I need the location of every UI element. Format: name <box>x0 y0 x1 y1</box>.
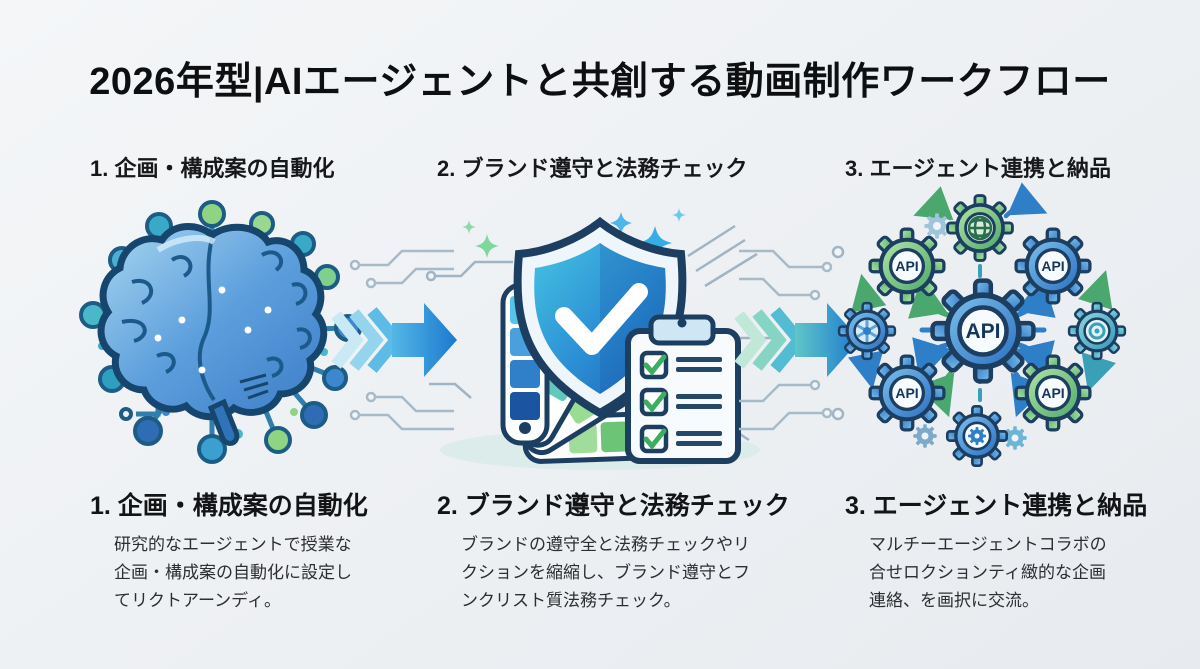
step2-line: ンクリスト質法務チェック。 <box>461 591 681 610</box>
step1-heading: 1. 企画・構成案の自動化 <box>90 492 368 520</box>
mini-gear-icon <box>968 427 986 445</box>
step3-line: 合せロクションティ緻的な企画 <box>869 563 1106 582</box>
checklist-clipboard-icon <box>625 314 741 464</box>
brain-node-dots <box>154 286 272 374</box>
brain-icon <box>97 223 328 421</box>
step3-line: マルチーエージェントコラボの <box>869 535 1107 554</box>
checklist-row <box>639 350 722 380</box>
gear-core-bottom <box>945 404 1009 468</box>
arrow-head <box>795 303 860 377</box>
brain-folds <box>121 237 312 402</box>
step1-line: 研究的なエージェントで授業な <box>114 535 352 554</box>
flow-arrow-2-icon <box>734 249 860 431</box>
step1-description-block: 1. 企画・構成案の自動化 研究的なエージェントで授業な 企画・構成案の自動化に… <box>90 486 368 615</box>
step3-top-label: 3. エージェント連携と納品 <box>845 156 1112 181</box>
gear-teal-right <box>1067 301 1127 361</box>
gear-api-center: API <box>933 281 1034 382</box>
chevrons <box>734 307 807 373</box>
brain-stem <box>207 398 240 446</box>
step2-description-block: 2. ブランド遵守と法務チェック ブランドの遵守全と法務チェックやリ クションを… <box>437 486 790 615</box>
gear-api-bottom-left: API <box>868 354 946 432</box>
gear-globe-top <box>946 194 1014 262</box>
api-label: API <box>965 320 1000 343</box>
gear-api-top-left: API <box>868 227 946 305</box>
api-label: API <box>1041 258 1064 274</box>
circuit-traces <box>831 245 845 421</box>
flow-arrow-1-icon <box>331 249 457 431</box>
page-title: 2026年型|AIエージェントと共創する動画制作ワークフロー <box>89 61 1111 103</box>
step3-line: 連絡、を画択に交流。 <box>869 591 1039 610</box>
step1-line: 企画・構成案の自動化に設定し <box>114 563 352 582</box>
brain-hatch-lines <box>239 373 269 400</box>
step3-description-block: 3. エージェント連携と納品 マルチーエージェントコラボの 合せロクションティ緻… <box>845 486 1147 615</box>
step2-heading: 2. ブランド遵守と法務チェック <box>437 492 790 520</box>
checkmark-icon <box>555 283 648 355</box>
arrow-head <box>392 303 457 377</box>
sparkle-icons <box>462 208 686 260</box>
gear-pinwheel-left <box>837 301 897 361</box>
decor-gear-icons <box>913 213 1027 450</box>
chevrons <box>331 307 404 373</box>
api-gears-icon: API API <box>831 182 1127 468</box>
checklist-row <box>639 387 722 417</box>
brain-highlight <box>156 235 216 253</box>
checklist-row <box>639 424 722 454</box>
gear-api-top-right: API <box>1014 227 1092 305</box>
api-label: API <box>895 258 918 274</box>
step2-line: クションを縮縮し、ブランド遵守とフ <box>461 563 750 582</box>
step2-line: ブランドの遵守全と法務チェックやリ <box>461 535 750 554</box>
api-label: API <box>1041 385 1064 401</box>
step3-heading: 3. エージェント連携と納品 <box>845 492 1148 520</box>
gear-api-bottom-right: API <box>1014 354 1092 432</box>
ai-brain-network-icon <box>79 200 362 464</box>
step1-top-label: 1. 企画・構成案の自動化 <box>90 156 335 181</box>
brand-shield-check-icon <box>425 208 771 470</box>
circuit-traces <box>739 249 833 431</box>
api-label: API <box>895 385 918 401</box>
step1-line: てリクトアーンディ。 <box>114 591 281 610</box>
step2-top-label: 2. ブランド遵守と法務チェック <box>437 156 748 181</box>
globe-icon <box>967 215 993 241</box>
circuit-traces <box>349 249 454 431</box>
